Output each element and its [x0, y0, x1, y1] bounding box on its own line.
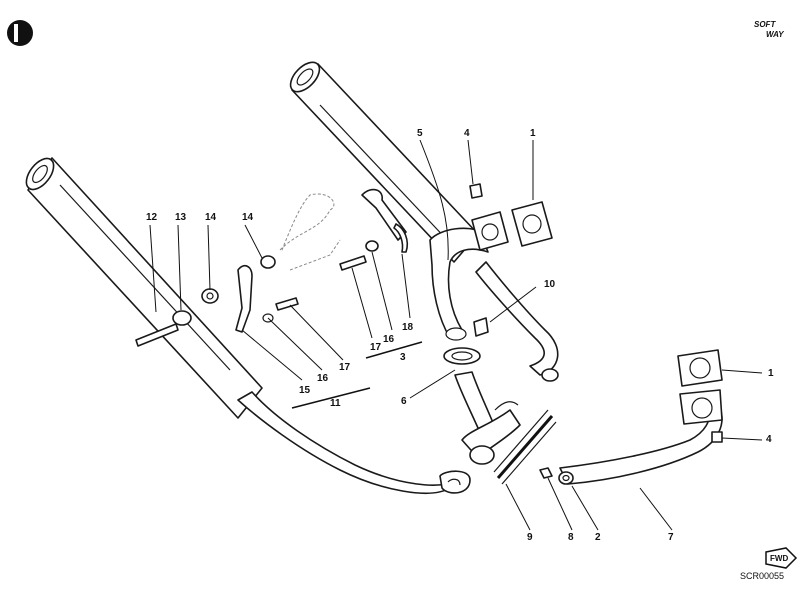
left-bracket-assembly — [135, 255, 299, 347]
callout-label: 18 — [402, 322, 414, 333]
flange-nut-top — [469, 183, 483, 199]
callout-label: 13 — [175, 212, 187, 223]
callout-label: 9 — [527, 532, 533, 543]
frame-bracket-ghost — [278, 193, 341, 271]
exhaust-flange-lower — [677, 349, 723, 425]
soft-way-logo: SOFT WAY — [754, 20, 784, 39]
callout-label: 6 — [401, 396, 407, 407]
leader-lines — [149, 139, 763, 531]
front-header-pipe — [429, 227, 489, 341]
callout-label: 2 — [595, 532, 601, 543]
svg-text:FWD: FWD — [770, 554, 788, 563]
callout-label: 15 — [299, 385, 311, 396]
callout-label: 14 — [205, 212, 217, 223]
callout-label: 17 — [370, 342, 382, 353]
fwd-direction-stamp: FWD — [765, 547, 798, 569]
group-underline-11 — [291, 387, 371, 409]
small-bolt — [539, 467, 553, 479]
washer — [558, 471, 574, 485]
callout-label: 10 — [544, 279, 556, 290]
svg-text:SOFT: SOFT — [754, 20, 776, 29]
rubber-plug — [473, 317, 489, 337]
group-underline-3 — [365, 341, 423, 359]
rear-header-pipe — [237, 391, 471, 494]
left-muffler — [25, 157, 263, 419]
svg-text:WAY: WAY — [766, 30, 784, 39]
callout-label: 4 — [464, 128, 470, 139]
callout-label: 1 — [530, 128, 536, 139]
callout-label: 8 — [568, 532, 574, 543]
reference-code: SCR00055 — [740, 571, 785, 581]
flange-nut-lower — [711, 431, 723, 443]
callout-label: 5 — [417, 128, 423, 139]
crossover-pipe — [475, 261, 559, 376]
callout-label: 14 — [242, 212, 254, 223]
exhaust-flange-top — [471, 201, 553, 251]
callout-label: 12 — [146, 212, 158, 223]
callout-label: 1 — [768, 368, 774, 379]
right-bracket-assembly — [339, 188, 409, 271]
callout-label: 4 — [766, 434, 772, 445]
brand-logo-left — [7, 20, 33, 46]
clamp — [443, 347, 559, 382]
spring — [493, 409, 557, 485]
collector-pipe — [454, 371, 521, 465]
callout-label: 7 — [668, 532, 674, 543]
callout-label: 16 — [317, 373, 329, 384]
callout-label: 16 — [383, 334, 395, 345]
callout-label: 3 — [400, 352, 406, 363]
callout-label: 17 — [339, 362, 351, 373]
callout-label: 11 — [330, 398, 341, 409]
